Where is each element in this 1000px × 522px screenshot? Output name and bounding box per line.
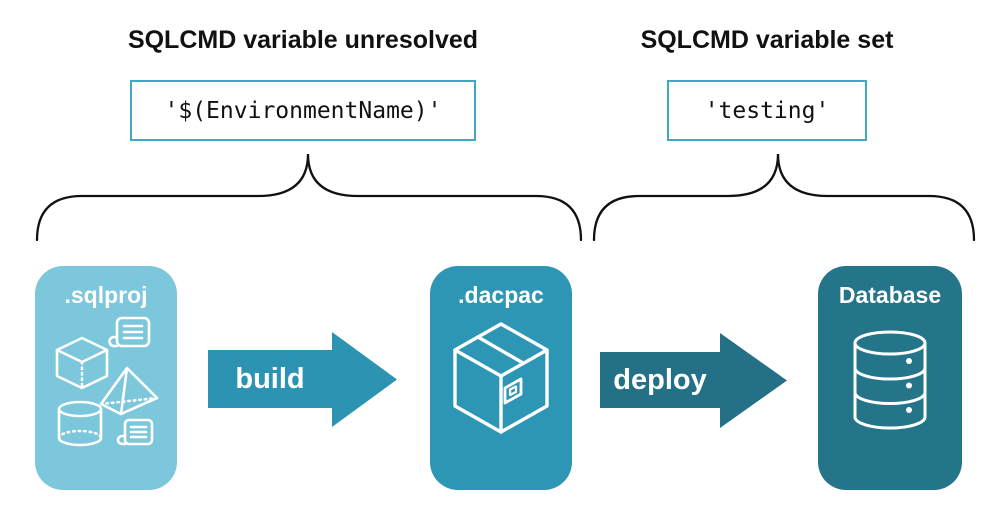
resolved-value-text: 'testing' (704, 97, 830, 124)
unresolved-value-text: '$(EnvironmentName)' (164, 97, 442, 124)
script-icon (116, 418, 154, 446)
stage-sqlproj: .sqlproj (35, 266, 177, 490)
left-brace-icon (35, 153, 583, 242)
resolved-heading: SQLCMD variable set (640, 26, 894, 54)
unresolved-heading: SQLCMD variable unresolved (127, 26, 479, 54)
pyramid-icon (99, 366, 159, 416)
package-icon (453, 322, 549, 434)
stage-dacpac-label: .dacpac (458, 282, 544, 308)
unresolved-value-box: '$(EnvironmentName)' (130, 80, 476, 141)
stage-dacpac: .dacpac (430, 266, 572, 490)
stage-database: Database (818, 266, 962, 490)
deploy-arrow-shape (600, 333, 787, 428)
stage-database-label: Database (838, 282, 942, 308)
cylinder-icon (57, 400, 103, 447)
database-icon (853, 330, 927, 430)
script-icon (108, 316, 151, 348)
right-brace-icon (592, 153, 976, 242)
build-arrow-label: build (235, 362, 305, 395)
stage-sqlproj-label: .sqlproj (64, 282, 148, 308)
build-arrow (208, 332, 397, 427)
sql-objects-icon (55, 316, 159, 447)
deploy-arrow (600, 333, 787, 428)
deploy-arrow-label: deploy (613, 363, 707, 396)
package-box-icon (453, 322, 549, 434)
database-dots-icon (906, 358, 912, 413)
build-arrow-shape (208, 332, 397, 427)
resolved-value-box: 'testing' (667, 80, 867, 141)
database-cylinder-icon (853, 330, 927, 430)
cube-icon (55, 336, 109, 390)
